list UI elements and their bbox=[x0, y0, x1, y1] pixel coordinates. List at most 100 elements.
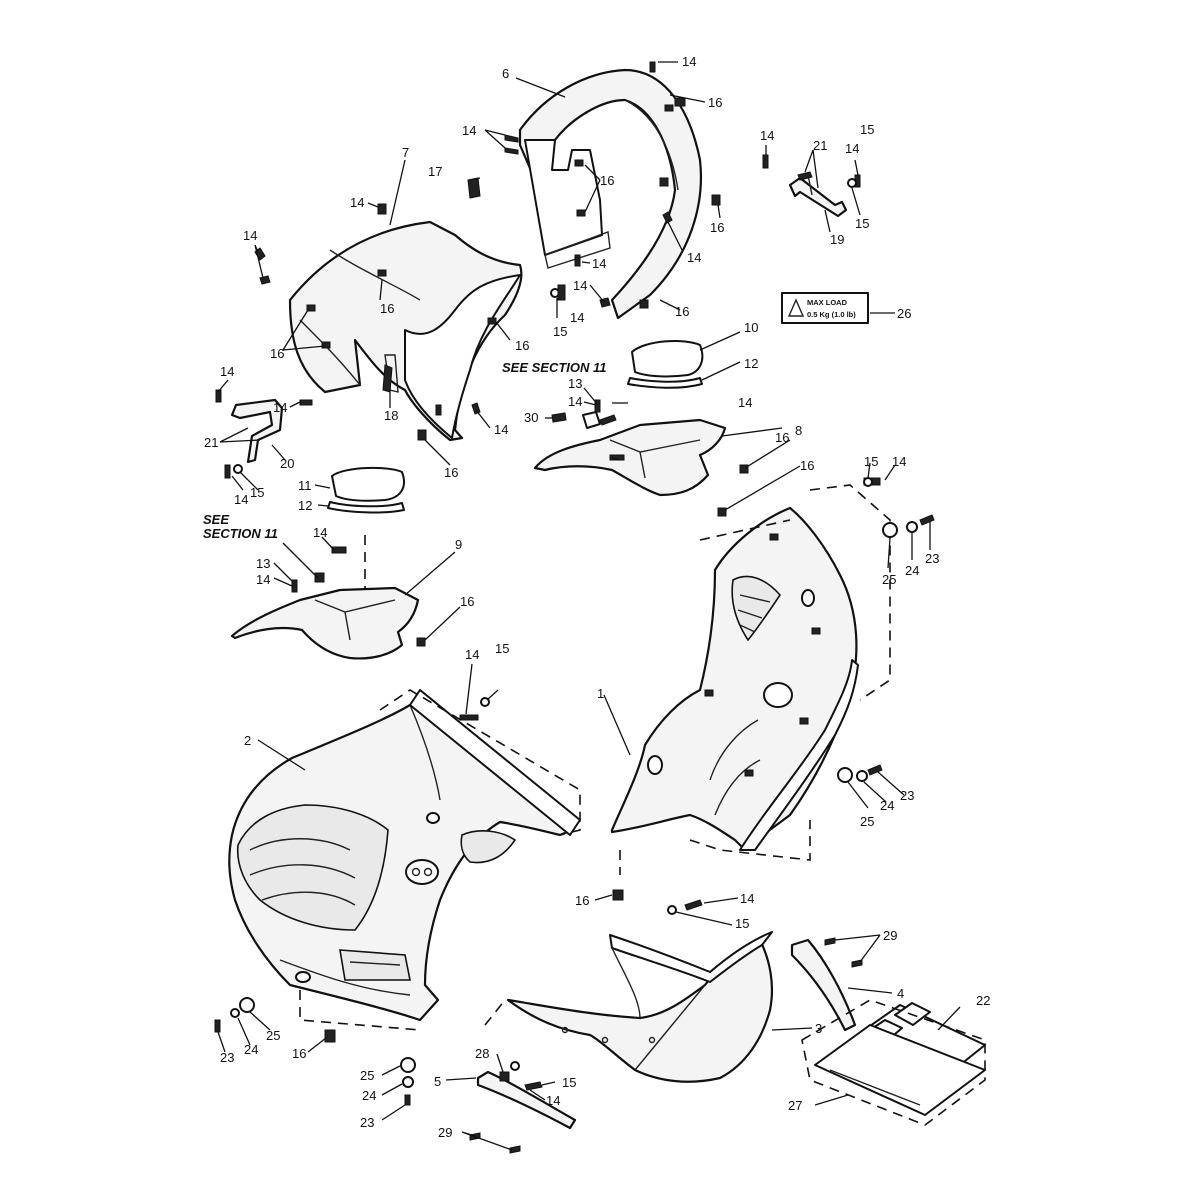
callout-7: 7 bbox=[402, 145, 409, 160]
callout-14: 14 bbox=[760, 128, 774, 143]
callout-20: 20 bbox=[280, 456, 294, 471]
callout-24: 24 bbox=[880, 798, 894, 813]
callout-23: 23 bbox=[360, 1115, 374, 1130]
hardware bbox=[214, 61, 935, 1154]
callout-21-lower: 21 bbox=[204, 435, 218, 450]
callout-16: 16 bbox=[775, 430, 789, 445]
callout-24: 24 bbox=[905, 563, 919, 578]
callout-26: 26 bbox=[897, 306, 911, 321]
callout-13-upper: 13 bbox=[568, 376, 582, 391]
callout-18: 18 bbox=[384, 408, 398, 423]
part-7-upper-fairing bbox=[288, 220, 523, 442]
part-26-warning-label: MAX LOAD 0.5 Kg (1.0 lb) bbox=[781, 292, 869, 324]
callout-14: 14 bbox=[892, 454, 906, 469]
callout-15: 15 bbox=[562, 1075, 576, 1090]
callout-16: 16 bbox=[575, 893, 589, 908]
callout-25: 25 bbox=[360, 1068, 374, 1083]
callout-14: 14 bbox=[568, 394, 582, 409]
callout-14: 14 bbox=[494, 422, 508, 437]
callout-14: 14 bbox=[465, 647, 479, 662]
callout-9: 9 bbox=[455, 537, 462, 552]
part-4-trim bbox=[790, 938, 857, 1032]
see-section-note-left-line2: SECTION 11 bbox=[203, 526, 278, 541]
callout-14: 14 bbox=[546, 1093, 560, 1108]
part-11-lens bbox=[327, 466, 405, 514]
part-20-bracket bbox=[230, 398, 284, 464]
callout-5: 5 bbox=[434, 1074, 441, 1089]
callout-30: 30 bbox=[524, 410, 538, 425]
callout-16: 16 bbox=[460, 594, 474, 609]
callout-4: 4 bbox=[897, 986, 904, 1001]
callout-25: 25 bbox=[882, 572, 896, 587]
see-section-note-right: SEE SECTION 11 bbox=[502, 360, 607, 375]
callout-14: 14 bbox=[570, 310, 584, 325]
callout-23: 23 bbox=[925, 551, 939, 566]
callout-2: 2 bbox=[244, 733, 251, 748]
part-6-upper-cowl bbox=[518, 68, 702, 320]
callout-1: 1 bbox=[597, 686, 604, 701]
callout-14: 14 bbox=[220, 364, 234, 379]
callout-16: 16 bbox=[708, 95, 722, 110]
callout-14: 14 bbox=[243, 228, 257, 243]
part-10-lens bbox=[627, 340, 704, 389]
callout-14: 14 bbox=[313, 525, 327, 540]
callout-16: 16 bbox=[600, 173, 614, 188]
part-1-right-fairing bbox=[610, 506, 859, 852]
part-19-bracket bbox=[788, 174, 848, 218]
callout-15: 15 bbox=[553, 324, 567, 339]
callout-24: 24 bbox=[244, 1042, 258, 1057]
callout-14: 14 bbox=[234, 492, 248, 507]
callout-29-right: 29 bbox=[883, 928, 897, 943]
callout-13-lower: 13 bbox=[256, 556, 270, 571]
warning-label-line2: 0.5 Kg (1.0 lb) bbox=[807, 310, 856, 319]
callout-23: 23 bbox=[220, 1050, 234, 1065]
callout-14: 14 bbox=[738, 395, 752, 410]
part-3-belly-pan bbox=[506, 931, 774, 1083]
callout-16: 16 bbox=[292, 1046, 306, 1061]
callout-25: 25 bbox=[266, 1028, 280, 1043]
callout-10: 10 bbox=[744, 320, 758, 335]
callout-24: 24 bbox=[362, 1088, 376, 1103]
callout-12-upper: 12 bbox=[744, 356, 758, 371]
callout-15: 15 bbox=[860, 122, 874, 137]
callout-12-lower: 12 bbox=[298, 498, 312, 513]
callout-21-upper: 21 bbox=[813, 138, 827, 153]
callout-19: 19 bbox=[830, 232, 844, 247]
callout-14: 14 bbox=[687, 250, 701, 265]
callout-27: 27 bbox=[788, 1098, 802, 1113]
callout-15: 15 bbox=[855, 216, 869, 231]
callout-16: 16 bbox=[380, 301, 394, 316]
callout-17: 17 bbox=[428, 164, 442, 179]
callout-labels: 1 2 3 4 5 6 7 8 9 10 11 12 12 13 13 14 1… bbox=[204, 54, 990, 1140]
part-9-mount-cover bbox=[230, 586, 420, 660]
callout-15: 15 bbox=[864, 454, 878, 469]
callout-14: 14 bbox=[256, 572, 270, 587]
part-2-left-fairing bbox=[228, 689, 581, 1022]
callout-16: 16 bbox=[444, 465, 458, 480]
leader-lines bbox=[217, 61, 961, 1151]
callout-14: 14 bbox=[273, 400, 287, 415]
callout-16: 16 bbox=[800, 458, 814, 473]
part-5-trim bbox=[476, 1070, 577, 1130]
callout-3: 3 bbox=[815, 1021, 822, 1036]
callout-29-lower: 29 bbox=[438, 1125, 452, 1140]
callout-28: 28 bbox=[475, 1046, 489, 1061]
callout-11: 11 bbox=[298, 478, 312, 493]
callout-15: 15 bbox=[735, 916, 749, 931]
see-section-note-left-line1: SEE bbox=[203, 512, 229, 527]
warning-triangle-icon bbox=[787, 298, 805, 317]
callout-14: 14 bbox=[350, 195, 364, 210]
callout-25: 25 bbox=[860, 814, 874, 829]
callout-23: 23 bbox=[900, 788, 914, 803]
callout-15: 15 bbox=[250, 485, 264, 500]
callout-16: 16 bbox=[515, 338, 529, 353]
dashed-guide-lines bbox=[299, 484, 986, 1126]
callout-14: 14 bbox=[740, 891, 754, 906]
callout-14: 14 bbox=[573, 278, 587, 293]
callout-14: 14 bbox=[682, 54, 696, 69]
callout-22: 22 bbox=[976, 993, 990, 1008]
callout-8: 8 bbox=[795, 423, 802, 438]
callout-6: 6 bbox=[502, 66, 509, 81]
callout-16: 16 bbox=[710, 220, 724, 235]
